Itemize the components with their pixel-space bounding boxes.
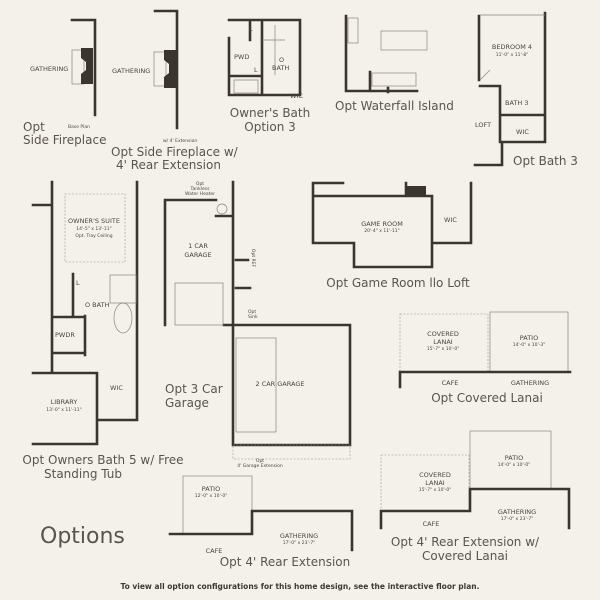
footer-note: To view all option configurations for th… — [121, 582, 480, 591]
note-label: Sink — [248, 314, 258, 320]
page-title: Options — [40, 524, 125, 549]
option-rear-extension-lanai[interactable]: COVERED LANAI 15'-7" x 10'-0" PATIO 14'-… — [379, 430, 571, 563]
room-label: WIC — [516, 128, 529, 136]
option-bath-3[interactable]: BEDROOM 4 11'-0" x 11'-8" BATH 3 LOFT WI… — [473, 11, 578, 168]
room-label: PATIO — [520, 334, 538, 342]
option-rear-extension[interactable]: PATIO 12'-0" x 10'-0" GATHERING 17'-0" x… — [168, 475, 354, 569]
note-label: Base Plan — [68, 124, 90, 130]
option-3-car-garage[interactable]: Opt Tankless Water Heater 1 CAR GARAGE O… — [163, 180, 352, 469]
option-caption: Option 3 — [244, 120, 296, 134]
room-label: PWD — [234, 53, 249, 61]
room-dimensions: 12'-0" x 10'-0" — [195, 493, 228, 499]
room-label: OWNER'S SUITE — [68, 217, 120, 225]
option-caption: Opt 4' Rear Extension w/ — [391, 535, 540, 549]
option-caption: Opt 3 Car — [165, 382, 223, 396]
room-label: COVERED — [419, 471, 451, 479]
note-label: Opt REF — [250, 249, 256, 268]
room-label: PATIO — [505, 454, 523, 462]
option-caption: Standing Tub — [44, 467, 122, 481]
option-covered-lanai[interactable]: COVERED LANAI 15'-7" x 10'-0" PATIO 14'-… — [398, 311, 572, 405]
room-label: O BATH — [85, 301, 110, 309]
option-caption: Opt Covered Lanai — [431, 391, 543, 405]
option-side-fireplace[interactable]: GATHERING Base Plan Opt Side Fireplace — [23, 18, 106, 147]
note-label: Water Heater — [185, 191, 215, 197]
room-label: GARAGE — [184, 251, 211, 259]
option-owners-bath-5[interactable]: OWNER'S SUITE 14'-5" x 13'-11" Opt. Tray… — [22, 180, 184, 481]
room-label: GATHERING — [30, 65, 68, 73]
option-caption: 4' Rear Extension — [116, 158, 221, 172]
room-label: CAFE — [423, 520, 440, 528]
room-dimensions: 11'-0" x 11'-8" — [496, 52, 529, 58]
option-game-room[interactable]: GAME ROOM 20'-4" x 11'-11" WIC Opt Game … — [311, 181, 473, 290]
option-caption: Opt — [23, 120, 45, 134]
note-label: 4' Garage Extension — [237, 463, 283, 469]
room-label: COVERED — [427, 330, 459, 338]
option-caption: Side Fireplace — [23, 133, 106, 147]
room-dimensions: 15'-7" x 10'-0" — [419, 487, 452, 493]
room-label: 1 CAR — [188, 242, 208, 250]
option-caption: Opt Owners Bath 5 w/ Free — [22, 453, 183, 467]
room-label: O — [279, 56, 284, 64]
room-label: PATIO — [202, 485, 220, 493]
option-caption: Opt Game Room llo Loft — [326, 276, 470, 290]
option-owners-bath-3[interactable]: PWD O BATH L L WIC Owner's Bath Option 3 — [227, 18, 310, 134]
option-caption: Opt Side Fireplace w/ — [111, 145, 239, 159]
room-dimensions: 14'-0" x 10'-3" — [513, 342, 546, 348]
option-waterfall-island[interactable]: Opt Waterfall Island — [335, 14, 454, 113]
room-label: GATHERING — [112, 67, 150, 75]
note-label: w/ 4' Extension — [163, 138, 197, 144]
room-label: LOFT — [475, 121, 491, 129]
room-dimensions: 15'-7" x 10'-0" — [427, 346, 460, 352]
option-caption: Opt 4' Rear Extension — [220, 555, 351, 569]
room-label: BATH 3 — [505, 99, 528, 107]
room-label: LANAI — [433, 338, 453, 346]
option-caption: Opt Waterfall Island — [335, 99, 454, 113]
note-label: Tankless — [190, 186, 211, 192]
room-dimensions: 17'-0" x 23'-7" — [283, 540, 316, 546]
option-caption: Opt Bath 3 — [513, 154, 578, 168]
note-label: Opt — [196, 181, 204, 187]
room-dimensions: 13'-0" x 11'-11" — [46, 407, 81, 413]
room-label: WIC — [290, 92, 303, 100]
room-label: WIC — [110, 384, 123, 392]
option-side-fireplace-extension[interactable]: GATHERING w/ 4' Extension Opt Side Firep… — [111, 9, 239, 172]
room-dimensions: 14'-0" x 10'-0" — [498, 462, 531, 468]
option-caption: Garage — [165, 396, 209, 410]
room-label: PWDR — [55, 331, 75, 339]
room-label: GATHERING — [280, 532, 318, 540]
room-label: L — [76, 279, 80, 287]
room-label: LIBRARY — [51, 398, 78, 406]
room-label: CAFE — [206, 547, 223, 555]
room-label: BATH — [272, 64, 289, 72]
room-label: GATHERING — [498, 508, 536, 516]
room-label: WIC — [444, 216, 457, 224]
room-label: 2 CAR GARAGE — [256, 380, 305, 388]
room-label: BEDROOM 4 — [492, 43, 532, 51]
room-dimensions: 14'-5" x 13'-11" — [76, 226, 111, 232]
room-label: GAME ROOM — [361, 220, 403, 228]
room-dimensions: 20'-4" x 11'-11" — [364, 228, 399, 234]
room-label: LANAI — [425, 479, 445, 487]
room-label: GATHERING — [511, 379, 549, 387]
note-label: Opt — [256, 458, 264, 464]
room-dimensions: 17'-0" x 23'-7" — [501, 516, 534, 522]
room-label: L — [254, 66, 258, 74]
room-label: L — [249, 25, 253, 33]
option-caption: Covered Lanai — [422, 549, 508, 563]
room-note: Opt. Tray Ceiling — [75, 233, 112, 239]
room-label: CAFE — [442, 379, 459, 387]
note-label: Opt — [248, 309, 256, 315]
option-caption: Owner's Bath — [230, 106, 310, 120]
